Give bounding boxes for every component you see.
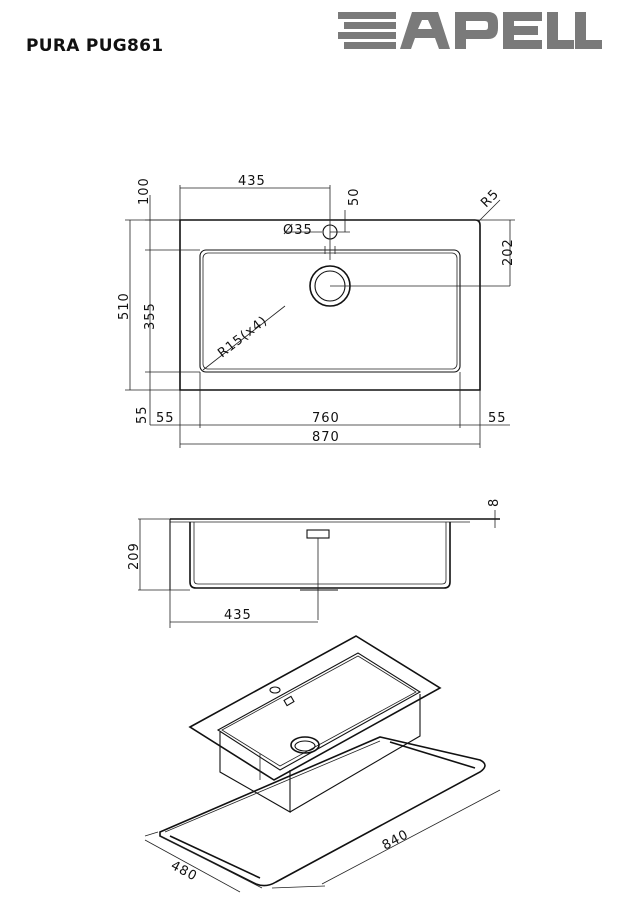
top-view: 435 50 R5 100 Ø35 202 510 355 R15(x4) [117, 174, 516, 448]
dim-209: 209 [127, 542, 142, 570]
dim-435-top: 435 [238, 174, 266, 189]
dim-840: 840 [380, 827, 412, 853]
dim-phi35: Ø35 [283, 223, 313, 238]
dim-435-section: 435 [224, 608, 252, 623]
dim-55-right: 55 [488, 411, 507, 426]
model-title: PURA PUG861 [26, 36, 164, 56]
dim-870: 870 [312, 430, 340, 445]
brand-logo [338, 12, 602, 49]
brand-logo-mark [338, 12, 602, 49]
dim-r5: R5 [478, 187, 502, 211]
iso-countertop [159, 736, 486, 887]
dim-480: 480 [168, 858, 200, 884]
dim-760: 760 [312, 411, 340, 426]
dim-55-left: 55 [156, 411, 175, 426]
dim-r15: R15(x4) [215, 313, 270, 361]
iso-top-rim [188, 635, 442, 781]
iso-view: 480 840 [144, 635, 501, 893]
dim-50: 50 [347, 187, 362, 206]
inner-bowl [199, 249, 461, 373]
dim-8: 8 [487, 498, 502, 507]
section-view: 8 209 435 [127, 498, 502, 628]
dim-510: 510 [117, 292, 132, 320]
dim-355: 355 [143, 302, 158, 330]
dim-202: 202 [501, 238, 516, 266]
dim-100: 100 [137, 177, 152, 205]
dim-55-vertical: 55 [135, 405, 150, 424]
